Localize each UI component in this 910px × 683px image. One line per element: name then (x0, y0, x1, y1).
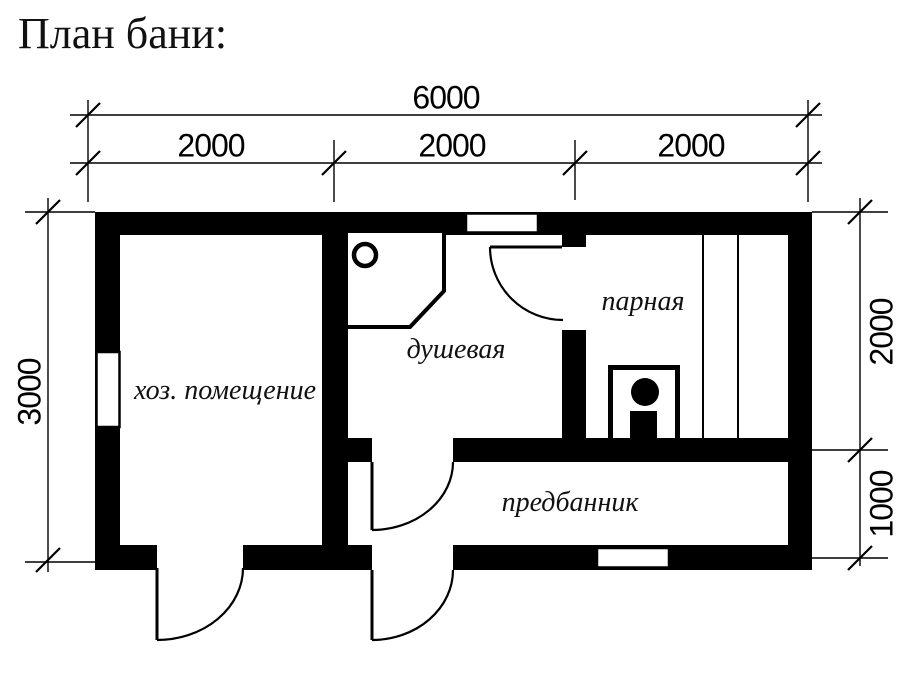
door-swing-arc (488, 246, 564, 322)
wall-steam-west-upper (562, 235, 586, 247)
stove-icon (608, 365, 680, 438)
dimension-ticks (35, 102, 873, 573)
shower-tray-icon (348, 229, 446, 329)
door-swing-arc (156, 567, 245, 642)
room-label-steam: парная (601, 286, 685, 317)
page-title: План бани: (18, 9, 228, 58)
tick-mark (321, 150, 347, 176)
dim-label-left-height: 3000 (11, 358, 48, 426)
dim-label-right-lower: 1000 (863, 470, 900, 538)
tick-mark (75, 150, 101, 176)
tick-mark (75, 102, 101, 128)
wall-anteroom-stub (348, 438, 372, 462)
doors (155, 245, 564, 642)
window-bottom (595, 546, 671, 569)
stove-firebox-icon (630, 411, 657, 438)
dimension-lines (25, 100, 888, 572)
stove-burner-icon (631, 378, 659, 406)
dim-label-segment-2: 2000 (418, 127, 486, 164)
wall-bottom-seg2 (243, 545, 372, 570)
tick-mark (847, 199, 873, 225)
tick-mark (847, 545, 873, 571)
dim-label-right-upper: 2000 (863, 298, 900, 366)
tick-mark (795, 102, 821, 128)
room-label-shower: душевая (406, 334, 506, 365)
room-label-utility: хоз. помещение (133, 375, 317, 406)
bench-lines (702, 235, 739, 438)
shower-drain-icon (351, 241, 379, 269)
wall-right (788, 212, 812, 570)
tick-mark (35, 199, 61, 225)
window-left (95, 350, 121, 429)
door-utility-entrance (155, 567, 245, 642)
dim-label-segment-1: 2000 (177, 127, 245, 164)
tick-mark (562, 150, 588, 176)
tick-mark (795, 150, 821, 176)
door-shower-anteroom (370, 461, 455, 532)
wall-utility-shower (322, 212, 348, 570)
tick-mark (35, 547, 61, 573)
tick-mark (847, 437, 873, 463)
door-shower-steam (488, 245, 564, 322)
dim-label-segment-3: 2000 (657, 127, 725, 164)
windows (95, 212, 671, 569)
interior-walls (322, 212, 788, 570)
wall-steam-west-lower (562, 330, 586, 438)
wall-anteroom-north (453, 438, 788, 462)
door-swing-arc (371, 461, 455, 532)
room-label-anteroom: предбанник (501, 487, 639, 518)
door-anteroom-entrance (370, 569, 455, 642)
wall-top (95, 212, 812, 235)
dim-label-total-width: 6000 (412, 79, 480, 116)
window-top (464, 212, 540, 234)
door-swing-arc (371, 569, 455, 642)
